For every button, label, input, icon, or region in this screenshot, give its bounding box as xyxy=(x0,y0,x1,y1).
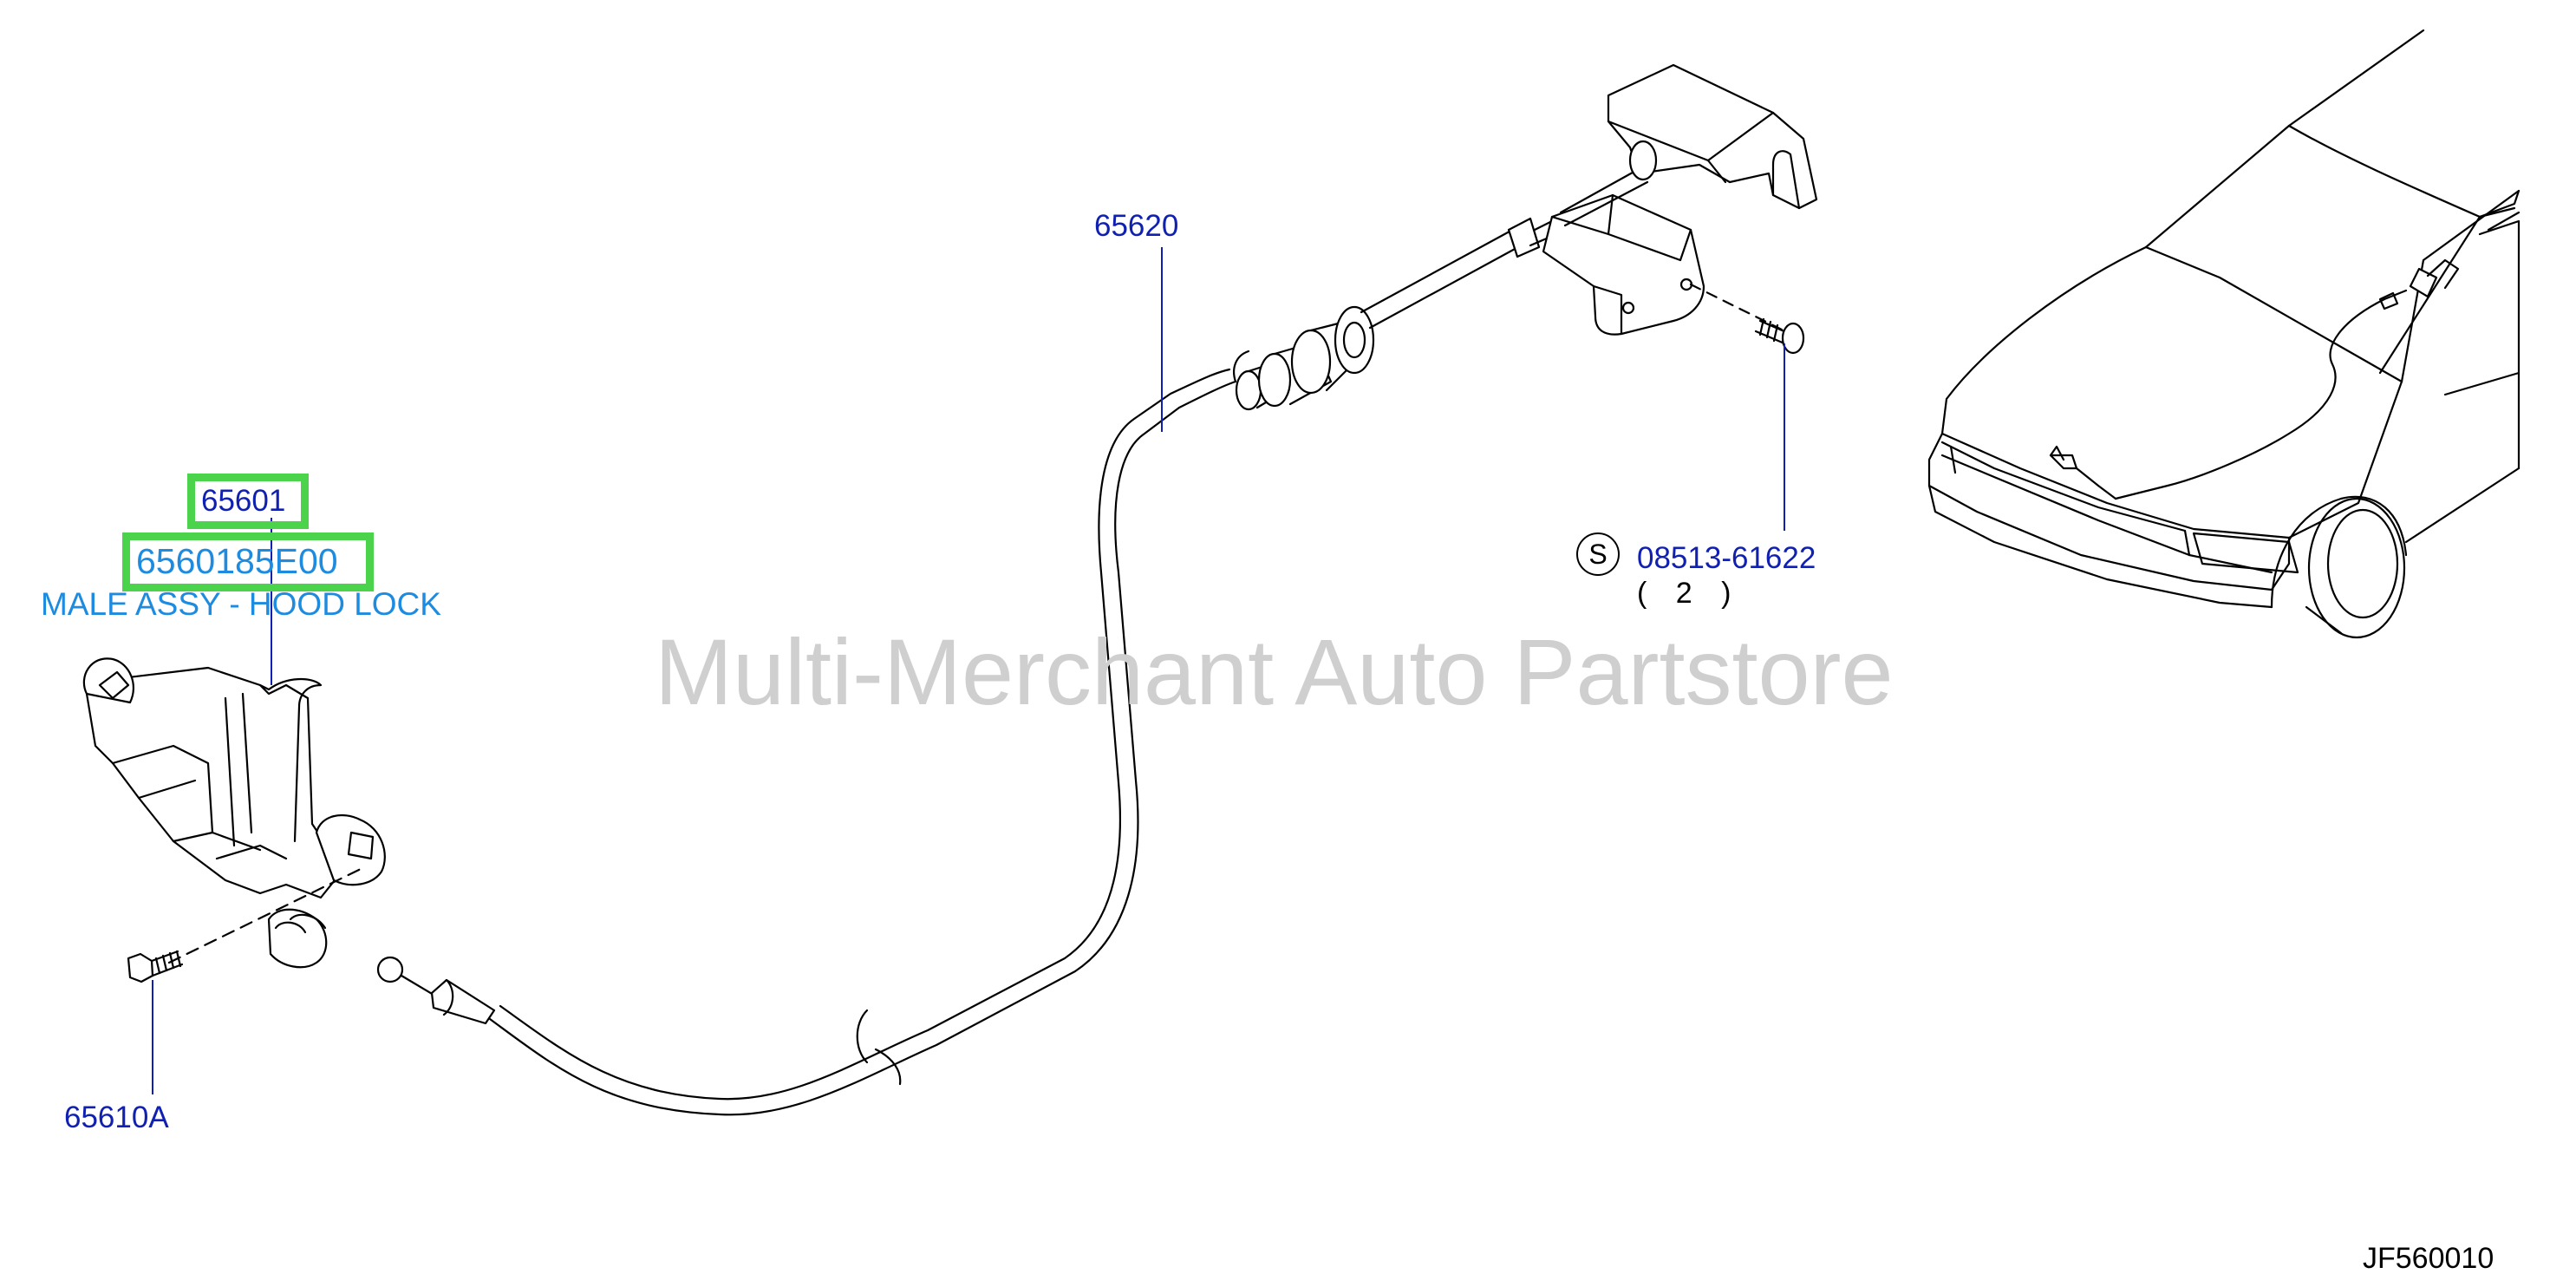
part-description: MALE ASSY - HOOD LOCK xyxy=(41,586,441,622)
part-number-65601[interactable]: 65601 xyxy=(201,484,286,518)
bolt-65610a-drawing xyxy=(127,950,184,983)
bolt-guide-line xyxy=(167,866,366,964)
part-number-6560185e00[interactable]: 6560185E00 xyxy=(136,541,338,581)
standard-part-symbol: S xyxy=(1576,532,1620,576)
screw-guide-line xyxy=(1689,283,1784,331)
quantity-label: ( 2 ) xyxy=(1637,577,1742,610)
release-handle-drawing xyxy=(1542,63,1818,336)
part-number-65610a[interactable]: 65610A xyxy=(64,1101,169,1134)
hood-lock-drawing xyxy=(82,657,386,969)
highlight-box-6560185e00 xyxy=(122,532,374,591)
part-number-65620[interactable]: 65620 xyxy=(1094,209,1179,243)
part-number-08513-61622[interactable]: 08513-61622 xyxy=(1637,541,1816,575)
car-illustration xyxy=(1927,29,2521,639)
screw-08513-61622-drawing xyxy=(1754,317,1805,355)
diagram-code: JF560010 xyxy=(2363,1242,2494,1275)
cable-65620-drawing xyxy=(376,215,1562,1116)
watermark: Multi-Merchant Auto Partstore xyxy=(655,619,1894,724)
highlight-box-65601 xyxy=(187,474,309,529)
